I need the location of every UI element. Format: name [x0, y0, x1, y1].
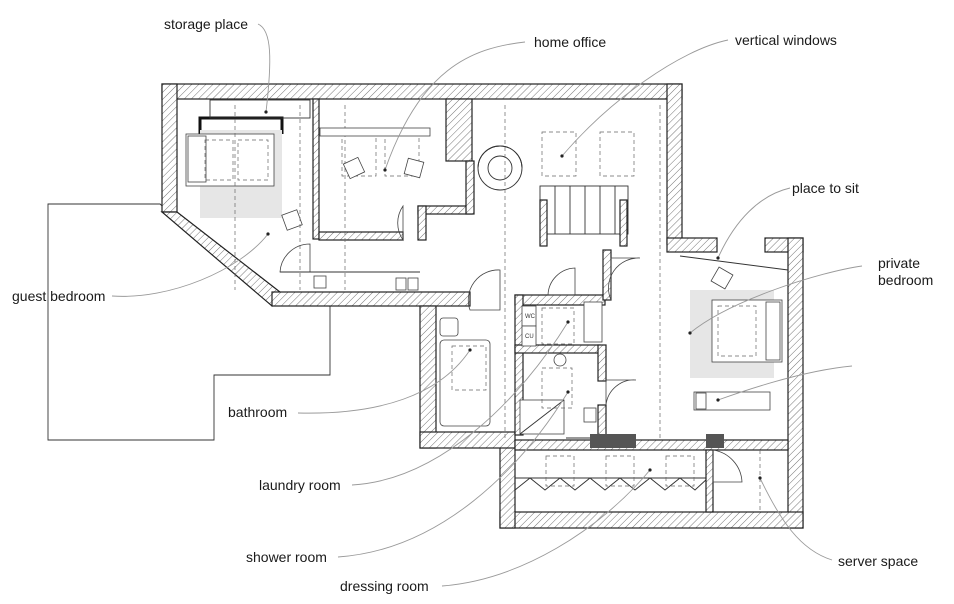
wc-tag: WC — [525, 314, 536, 320]
column-dark — [706, 434, 724, 448]
label-storage-place: storage place — [164, 16, 248, 32]
main-stair — [539, 185, 629, 247]
label-bedroom: bedroom — [878, 272, 933, 288]
label-vertical-windows: vertical windows — [735, 32, 837, 48]
vertical-window-2 — [599, 131, 635, 177]
office-chair — [342, 156, 366, 180]
cu-tag: CU — [525, 334, 534, 340]
cabinet-dark — [590, 434, 636, 448]
guest-chair — [281, 209, 303, 231]
label-place-to-sit: place to sit — [792, 180, 859, 196]
label-bathroom: bathroom — [228, 404, 287, 420]
leader-lines — [111, 23, 863, 587]
label-home-office: home office — [534, 34, 606, 50]
label-laundry-room: laundry room — [259, 477, 341, 493]
storage-shelf — [209, 99, 311, 119]
exterior-walls — [160, 83, 804, 529]
bathtub — [439, 339, 491, 427]
label-guest-bedroom: guest bedroom — [12, 288, 105, 304]
label-shower-room: shower room — [246, 549, 327, 565]
room-labels: storage place home office vertical windo… — [12, 16, 933, 594]
sofa — [693, 391, 771, 411]
label-dressing-room: dressing room — [340, 578, 429, 594]
terrace-outline — [47, 203, 331, 441]
office-desk — [319, 127, 431, 137]
label-server-space: server space — [838, 553, 918, 569]
vertical-window-1 — [541, 131, 577, 177]
label-private: private — [878, 255, 920, 271]
